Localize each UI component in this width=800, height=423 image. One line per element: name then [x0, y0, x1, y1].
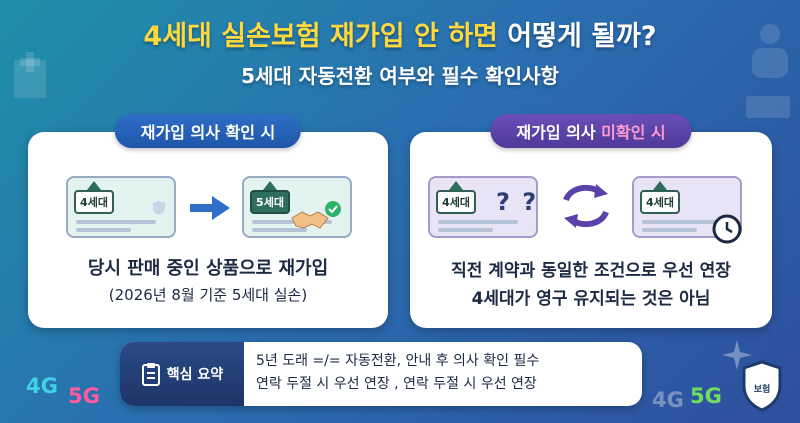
- left-caption-main: 당시 판매 중인 상품으로 재가입: [87, 258, 329, 279]
- hospital-icon: [10, 50, 50, 104]
- check-badge-icon: [325, 201, 341, 217]
- summary-box: 핵심 요약 5년 도래 =/= 자동전환, 안내 후 의사 확인 필수 연락 두…: [120, 342, 642, 406]
- left-panel-header: 재가입 의사 확인 시: [114, 114, 302, 148]
- right-5g-label: 5G: [690, 384, 722, 408]
- handshake-icon: [291, 211, 329, 229]
- summary-text: 5년 도래 =/= 자동전환, 안내 후 의사 확인 필수 연락 두절 시 우선…: [256, 350, 539, 396]
- card-line: [438, 228, 493, 232]
- card-line: [252, 228, 307, 232]
- right-4g-label: 4G: [652, 388, 684, 412]
- sparkle-icon: [722, 340, 752, 370]
- house-icon: [653, 181, 667, 190]
- left-panel: 재가입 의사 확인 시 4세대 5세대 당시 판매 중인 상품으로 재가입 (2…: [28, 114, 388, 328]
- shield-icon: [742, 360, 782, 412]
- card-5th-gen: 5세대: [242, 176, 352, 238]
- right-caption-line2: 4세대가 영구 유지되는 것은 아님: [471, 289, 711, 309]
- house-icon: [263, 181, 277, 190]
- house-icon: [449, 181, 463, 190]
- right-panel-header: 재가입 의사 미확인 시: [490, 114, 692, 148]
- clock-icon: [712, 214, 742, 244]
- clipboard-icon: [141, 363, 160, 386]
- summary-tag-label: 핵심 요약: [166, 367, 224, 383]
- right-caption-line1: 직전 계약과 동일한 조건으로 우선 연장: [451, 261, 731, 281]
- gen-badge: 4세대: [436, 190, 476, 214]
- card-line: [438, 220, 518, 224]
- right-arrow-icon: [190, 196, 230, 220]
- gen-badge: 4세대: [74, 190, 114, 214]
- insurance-shield-badge: 보험: [740, 360, 784, 412]
- card-line: [76, 228, 131, 232]
- right-header-highlight: 미확인 시: [601, 123, 666, 142]
- page-subtitle: 5세대 자동전환 여부와 필수 확인사항: [241, 64, 559, 88]
- card-4th-gen: 4세대: [66, 176, 176, 238]
- card-4th-gen-unconfirmed: 4세대: [428, 176, 538, 238]
- money-icon: [744, 92, 792, 126]
- doctor-icon: [748, 20, 792, 84]
- house-icon: [87, 181, 101, 190]
- right-panel: 재가입 의사 미확인 시 4세대 ? ? 4세대 직전 계약과 동일한 조건으로…: [410, 114, 772, 328]
- swap-cycle-icon: [563, 184, 609, 228]
- title-rest: 어떻게 될까?: [497, 21, 657, 52]
- page-title: 4세대 실손보험 재가입 안 하면 어떻게 될까?: [0, 14, 800, 53]
- card-line: [642, 228, 697, 232]
- summary-line2: 연락 두절 시 우선 연장 , 연락 두절 시 우선 연장: [256, 376, 537, 392]
- left-caption-sub: (2026년 8월 기준 5세대 실손): [108, 286, 308, 304]
- summary-tag: 핵심 요약: [120, 342, 244, 406]
- card-line: [76, 220, 156, 224]
- card-line: [642, 220, 722, 224]
- shield-icon: [153, 201, 165, 215]
- right-header-prefix: 재가입 의사: [516, 123, 602, 142]
- gen-badge: 5세대: [250, 190, 290, 214]
- summary-line1: 5년 도래 =/= 자동전환, 안내 후 의사 확인 필수: [256, 353, 540, 369]
- shield-label: 보험: [753, 385, 771, 395]
- question-marks: ? ?: [496, 188, 539, 216]
- card-line: [252, 220, 332, 224]
- title-highlight: 4세대 실손보험 재가입 안 하면: [143, 21, 498, 52]
- left-4g-label: 4G: [26, 374, 58, 398]
- left-5g-label: 5G: [68, 384, 100, 408]
- gen-badge: 4세대: [640, 190, 680, 214]
